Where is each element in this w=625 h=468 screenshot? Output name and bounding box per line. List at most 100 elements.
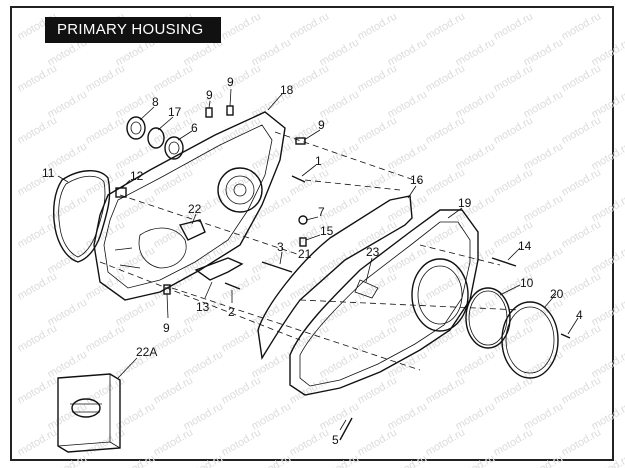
callout-21: 21 [298, 247, 312, 261]
watermark-text: motod.ru [560, 62, 604, 94]
callout-9: 9 [206, 88, 213, 102]
gasket-kit-box-22A [57, 373, 121, 453]
watermark-text: motod.ru [16, 322, 60, 354]
watermark-text: motod.ru [318, 452, 362, 468]
watermark-text: motod.ru [152, 322, 196, 354]
watermark-text: motod.ru [424, 322, 468, 354]
watermark-text: motod.ru [288, 10, 332, 42]
callout-18: 18 [280, 83, 294, 97]
watermark-text: motod.ru [560, 114, 604, 146]
callout-12: 12 [130, 169, 144, 183]
watermark-text: motod.ru [424, 270, 468, 302]
watermark-text: motod.ru [424, 114, 468, 146]
watermark-text: motod.ru [16, 270, 60, 302]
watermark-text: motod.ru [220, 374, 264, 406]
inner-primary-housing-part-18 [93, 111, 286, 301]
watermark-text: motod.ru [590, 452, 625, 468]
watermark-text: motod.ru [492, 10, 536, 42]
callout-5: 5 [332, 433, 339, 447]
callout-8: 8 [152, 95, 159, 109]
watermark-text: motod.ru [182, 452, 226, 468]
watermark-text: motod.ru [114, 452, 158, 468]
callout-9: 9 [163, 321, 170, 335]
watermark-text: motod.ru [220, 10, 264, 42]
watermark-text: motod.ru [356, 166, 400, 198]
callout-10: 10 [520, 276, 534, 290]
watermark-text: motod.ru [220, 218, 264, 250]
watermark-text: motod.ru [16, 426, 60, 458]
watermark-layer: motod.ru motod.ru motod.ru motod.ru motod.ru… [16, 10, 625, 468]
watermark-text: motod.ru [492, 114, 536, 146]
watermark-text: motod.ru [288, 166, 332, 198]
watermark-text: motod.ru [152, 374, 196, 406]
watermark-text: motod.ru [492, 62, 536, 94]
callout-2: 2 [228, 305, 235, 319]
callout-1: 1 [315, 154, 322, 168]
diagram-frame [10, 6, 614, 461]
watermark-text: motod.ru [356, 322, 400, 354]
callout-labels: 8 17 6 9 9 18 9 1 11 12 16 19 22 7 15 3 … [42, 75, 583, 447]
watermark-text: motod.ru [454, 452, 498, 468]
primary-cover-part-19 [289, 209, 479, 396]
assembly-lines [99, 131, 521, 371]
watermark-text: motod.ru [356, 426, 400, 458]
diagram-title: PRIMARY HOUSING [45, 17, 221, 43]
watermark-text: motod.ru [16, 114, 60, 146]
watermark-text: motod.ru [560, 10, 604, 42]
callout-23: 23 [366, 245, 380, 259]
watermark-text: motod.ru [84, 114, 128, 146]
watermark-text: motod.ru [424, 374, 468, 406]
watermark-text: motod.ru [560, 322, 604, 354]
callout-22: 22 [188, 202, 202, 216]
watermark-text: motod.ru [220, 166, 264, 198]
callout-4: 4 [576, 308, 583, 322]
watermark-text: motod.ru [492, 322, 536, 354]
watermark-text: motod.ru [152, 270, 196, 302]
callout-9: 9 [227, 75, 234, 89]
watermark-text: motod.ru [288, 62, 332, 94]
callout-16: 16 [410, 173, 424, 187]
watermark-text: motod.ru [356, 270, 400, 302]
watermark-text: motod.ru [560, 270, 604, 302]
callout-22A: 22A [136, 345, 157, 359]
callout-17: 17 [168, 105, 182, 119]
gasket-part-16 [257, 195, 413, 361]
seal-bearing-parts [126, 116, 184, 160]
watermark-text: motod.ru [522, 452, 566, 468]
callout-11: 11 [42, 166, 55, 180]
gasket-part-11 [53, 170, 111, 263]
watermark-text: motod.ru [424, 166, 468, 198]
callout-9: 9 [318, 118, 325, 132]
callout-19: 19 [458, 196, 472, 210]
leader-lines [57, 88, 579, 431]
watermark-text: motod.ru [424, 62, 468, 94]
watermark-text: motod.ru [16, 62, 60, 94]
watermark-text: motod.ru [152, 426, 196, 458]
watermark-text: motod.ru [16, 374, 60, 406]
watermark-text: motod.ru [492, 166, 536, 198]
watermark-text: motod.ru [424, 218, 468, 250]
watermark-text: motod.ru [288, 426, 332, 458]
watermark-text: motod.ru [424, 10, 468, 42]
watermark-text: motod.ru [560, 166, 604, 198]
callout-15: 15 [320, 224, 334, 238]
watermark-text: motod.ru [84, 62, 128, 94]
callout-6: 6 [191, 121, 198, 135]
watermark-text: motod.ru [288, 270, 332, 302]
watermark-text: motod.ru [492, 374, 536, 406]
watermark-text: motod.ru [46, 452, 90, 468]
callout-7: 7 [318, 205, 325, 219]
watermark-text: motod.ru [560, 426, 604, 458]
watermark-text: motod.ru [84, 322, 128, 354]
watermark-text: motod.ru [356, 62, 400, 94]
callout-13: 13 [196, 300, 210, 314]
watermark-text: motod.ru [356, 10, 400, 42]
fasteners [115, 175, 571, 441]
watermark-text: motod.ru [492, 426, 536, 458]
watermark-text: motod.ru [152, 62, 196, 94]
watermark-text: motod.ru [220, 270, 264, 302]
watermark-text: motod.ru [152, 166, 196, 198]
watermark-text: motod.ru [560, 218, 604, 250]
watermark-text: motod.ru [356, 114, 400, 146]
